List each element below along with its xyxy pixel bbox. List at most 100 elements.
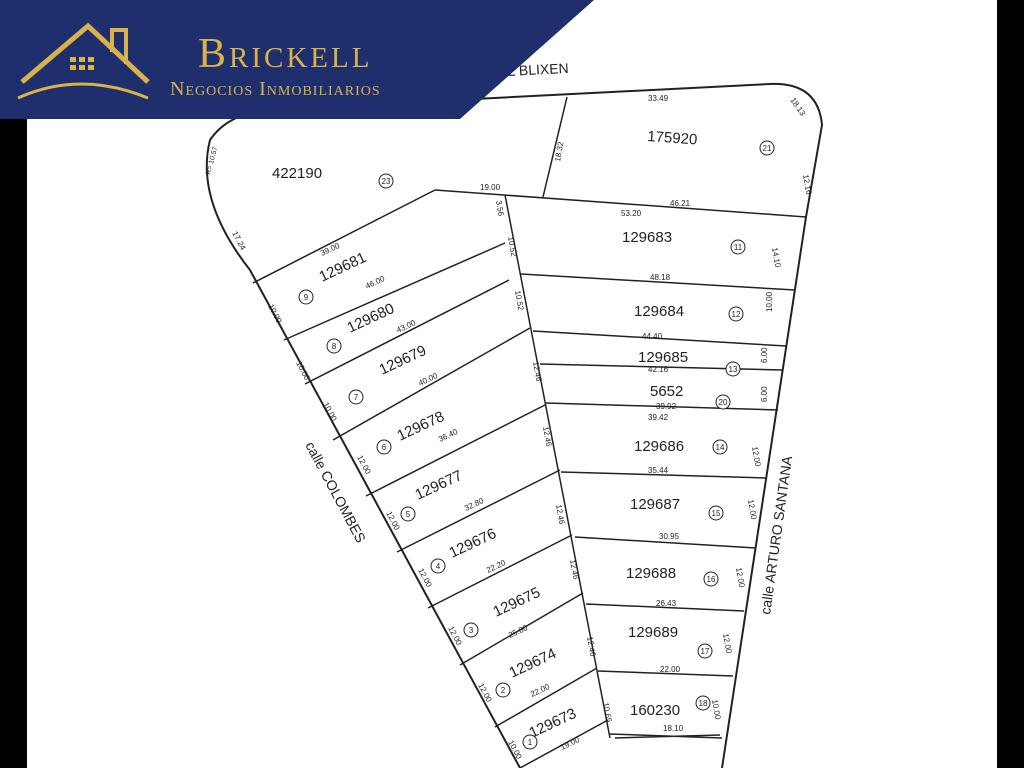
lot-number: 17 [701,647,710,656]
lot-marker-circle [376,439,392,455]
lot-number-marker: 6 [376,439,392,455]
dimension-label: 22.00 [660,665,681,674]
lot-number: 21 [763,144,772,153]
lot-marker-circle [348,389,364,405]
lot-number: 6 [382,443,387,452]
lot-number-marker: 20 [715,394,731,410]
dimension-label: 12.46 [531,361,543,383]
dimension-label: 12.46 [568,559,580,581]
parcel-id: 129674 [507,645,560,682]
lot-marker-circle [725,361,741,377]
dimension-label: 39.92 [656,402,677,411]
dimension-label: 32.80 [463,496,485,513]
dimension-label: 12.00 [416,567,434,589]
lot-number: 5 [406,510,411,519]
dimension-label: 44.40 [642,332,663,341]
dimension-label: 25.80 [507,623,529,640]
lot-number-marker: 1 [522,734,538,750]
lot-number-marker: 5 [400,506,416,522]
lot-number: 23 [382,177,391,186]
lot-marker-circle [463,622,479,638]
dimension-label: 12.00 [721,633,733,655]
parcel-id: 129679 [377,342,430,379]
dimension-label: 10.00 [765,291,774,312]
parcel-id: 129689 [628,624,678,641]
parcel-id: 129688 [626,565,676,582]
lot-number-marker: 13 [725,361,741,377]
dimension-label: 17.24 [230,230,248,252]
brand-name: Brickell [198,31,373,77]
brand-banner [0,0,594,119]
lot-number: 8 [332,342,337,351]
dimension-label: 12.46 [554,504,566,526]
lot-marker-circle [697,643,713,659]
parcel-id: 129687 [630,496,680,513]
lot-number: 11 [734,243,743,252]
parcel-id: 129684 [634,303,684,320]
lot-marker-circle [730,239,746,255]
dimension-label: 6.00 [760,347,769,363]
dimension-label: 12.46 [541,426,553,448]
parcel-id: 422190 [272,165,322,182]
lot-number-marker: 9 [298,289,314,305]
parcel-id: 129676 [447,525,500,562]
lot-number-marker: 11 [730,239,746,255]
parcel-id: 5652 [650,383,683,400]
dimension-label: 10.52 [506,236,518,258]
parcel-id: 129683 [622,229,672,246]
dimension-label: 36.40 [437,427,459,444]
lot-number-marker: 21 [759,140,775,156]
lot-marker-circle [378,173,394,189]
dimension-label: 18.32 [553,141,565,163]
dimension-label: 42.16 [648,365,669,374]
dimension-label: 14.10 [770,247,782,269]
dimension-label: 12.00 [734,567,746,589]
lot-number: 12 [732,310,741,319]
dimension-label: 33.49 [648,94,669,103]
parcel-id: 129680 [345,300,398,337]
parcel-id: 175920 [647,128,698,148]
lot-marker-circle [430,558,446,574]
lot-number: 9 [304,293,309,302]
house-roof-logo-icon [17,22,150,100]
dimension-label: 46.00 [364,274,386,291]
lot-number: 15 [712,509,721,518]
lot-number: 7 [354,393,359,402]
lot-marker-circle [708,505,724,521]
dimension-label: 10.65 [601,702,613,724]
parcel-id: 129675 [491,584,544,621]
dimension-label: 12.46 [585,636,597,658]
dimension-label: 46.21 [670,199,691,208]
lot-marker-circle [695,695,711,711]
dimension-label: 35.44 [648,466,669,475]
lot-number-marker: 23 [378,173,394,189]
dimension-label: 39.00 [319,241,341,258]
parcel-id: 160230 [630,702,680,719]
lot-number-marker: 18 [695,695,711,711]
lot-number: 14 [716,443,725,452]
lot-marker-circle [298,289,314,305]
parcel-id: 129686 [634,438,684,455]
lot-number: 3 [469,626,474,635]
lot-number-marker: 3 [463,622,479,638]
lot-marker-circle [326,338,342,354]
dimension-label: 26.43 [656,599,677,608]
lot-number: 13 [729,365,738,374]
lot-number-marker: 16 [703,571,719,587]
dimension-label: 12.00 [746,499,758,521]
lot-marker-circle [759,140,775,156]
dimension-label: 19.00 [480,183,501,192]
dimension-label: 30.95 [659,532,680,541]
dimension-label: 18.10 [663,724,684,733]
lot-number: 18 [699,699,708,708]
lot-number: 2 [501,686,506,695]
dimension-label: 10.00 [266,303,284,325]
lot-number-marker: 4 [430,558,446,574]
dimension-label: 12.00 [355,454,373,476]
lot-number-marker: 7 [348,389,364,405]
lot-marker-circle [495,682,511,698]
dimension-label: 53.20 [621,209,642,218]
